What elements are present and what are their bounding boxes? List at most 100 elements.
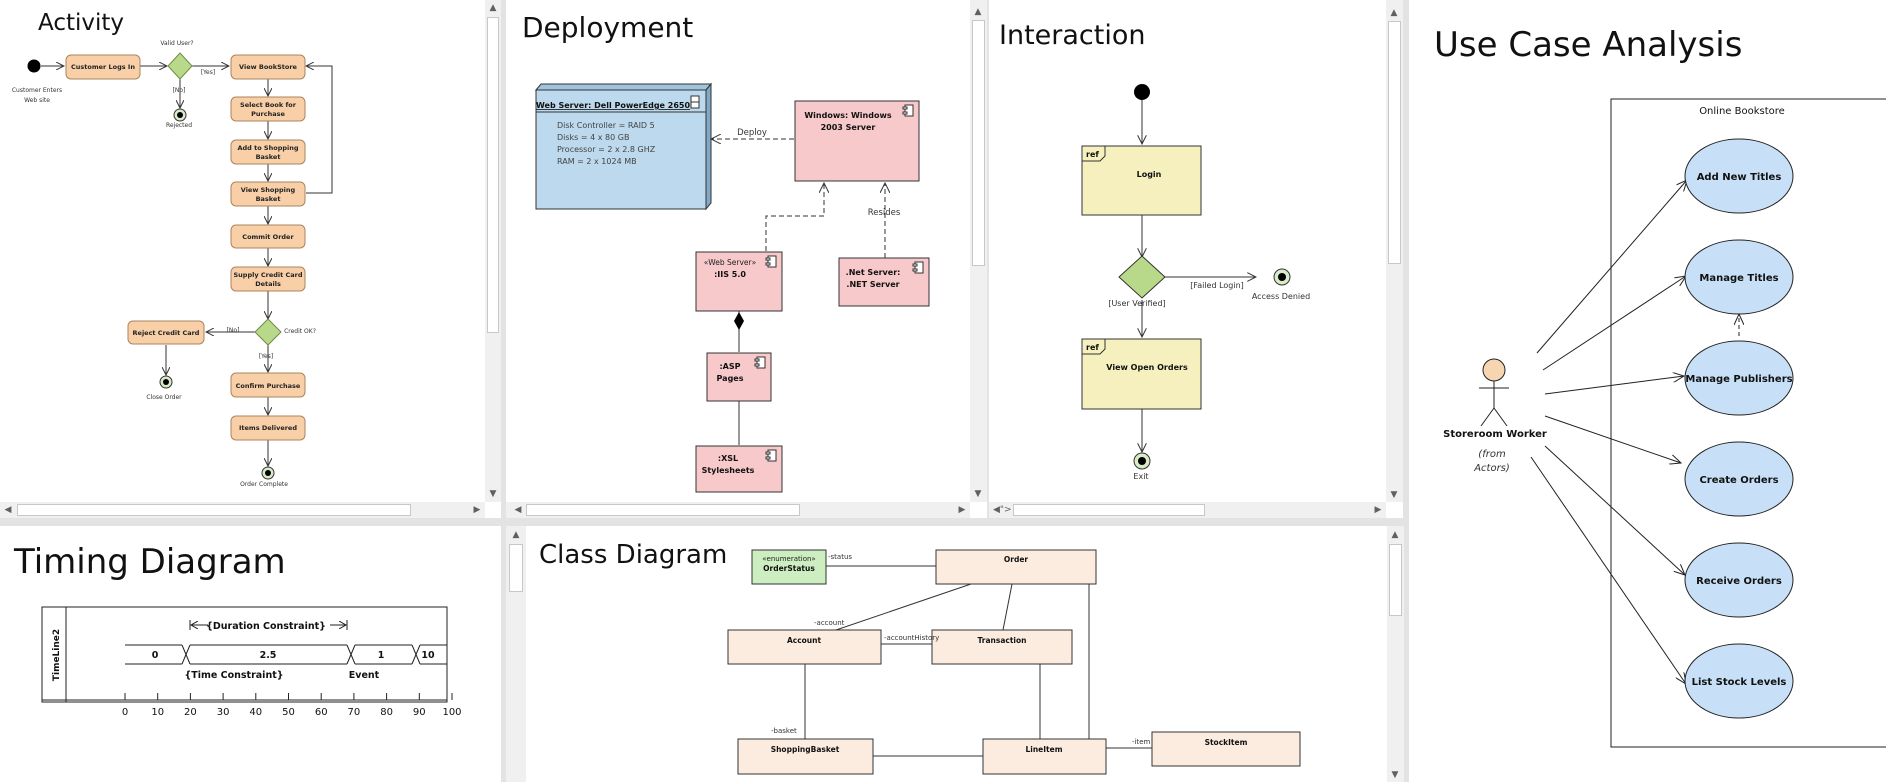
usecase-panel[interactable]: Use Case Analysis Online Bookstore Store…: [1409, 0, 1886, 782]
interaction-vscroll-thumb[interactable]: [1388, 21, 1401, 264]
svg-text::ASP: :ASP: [719, 362, 740, 371]
activity-confirm-purchase: [230, 372, 306, 398]
svg-text:2003 Server: 2003 Server: [821, 123, 876, 132]
interaction-hscroll-thumb[interactable]: [1013, 504, 1205, 516]
svg-text:Add to Shopping: Add to Shopping: [237, 144, 298, 152]
svg-text:Pages: Pages: [717, 374, 744, 383]
svg-text:Details: Details: [255, 280, 281, 288]
timing-title: Timing Diagram: [14, 542, 286, 582]
svg-text:Access Denied: Access Denied: [1252, 292, 1310, 301]
svg-text:Processor = 2 x 2.8 GHZ: Processor = 2 x 2.8 GHZ: [557, 145, 656, 154]
deployment-panel[interactable]: Deployment Web Server: Dell PowerEdge 26…: [506, 0, 987, 518]
scroll-right-icon[interactable]: ▶: [958, 505, 966, 515]
activity-view-bookstore: [230, 54, 306, 80]
class-account: [727, 629, 882, 665]
svg-text:Disk Controller = RAID 5: Disk Controller = RAID 5: [557, 121, 655, 130]
deployment-diagram: Web Server: Dell PowerEdge 2650 Disk Con…: [534, 82, 930, 493]
component-icon: [754, 104, 924, 462]
svg-text:View BookStore: View BookStore: [239, 63, 297, 71]
svg-text:Transaction: Transaction: [977, 636, 1026, 645]
scroll-left-icon[interactable]: ◀">: [993, 505, 1012, 515]
svg-text:View Open Orders: View Open Orders: [1106, 363, 1188, 372]
svg-text:[Failed Login]: [Failed Login]: [1190, 281, 1244, 290]
svg-text:[Yes]: [Yes]: [259, 353, 273, 360]
activity-hscroll-thumb[interactable]: [17, 504, 411, 516]
scroll-down-icon[interactable]: ▼: [1391, 770, 1399, 780]
svg-text:OrderStatus: OrderStatus: [763, 564, 815, 573]
scroll-left-icon[interactable]: ◀: [4, 505, 12, 515]
ref-frame-view-open-orders: [1081, 338, 1202, 410]
timing-panel[interactable]: Timing Diagram TimeLine2 {Duration Const…: [0, 526, 501, 782]
svg-text::IIS 5.0: :IIS 5.0: [714, 270, 746, 279]
usecase-create-orders: [1684, 441, 1794, 517]
svg-text:Supply Credit Card: Supply Credit Card: [234, 271, 303, 279]
deployment-title: Deployment: [522, 11, 694, 44]
usecase-manage-titles: [1684, 239, 1794, 315]
svg-text:View Shopping: View Shopping: [241, 186, 296, 194]
activity-commit-order: [230, 224, 306, 249]
svg-text:Exit: Exit: [1133, 472, 1148, 481]
svg-text:Create Orders: Create Orders: [1699, 475, 1778, 486]
usecase-diagram: Online Bookstore Storeroom Worker (from …: [1443, 98, 1886, 748]
svg-text:2.5: 2.5: [260, 650, 277, 661]
interaction-decision: [1118, 255, 1166, 299]
scroll-up-icon[interactable]: ▲: [512, 530, 520, 540]
class-right-vscroll-thumb[interactable]: [1389, 544, 1402, 616]
class-panel[interactable]: Class Diagram «enumeration» OrderStatus: [506, 526, 1404, 782]
scroll-down-icon[interactable]: ▼: [1390, 490, 1398, 500]
svg-text:[Yes]: [Yes]: [201, 69, 215, 76]
activity-view-basket: [230, 181, 306, 207]
system-boundary: [1610, 98, 1886, 748]
svg-text:Receive Orders: Receive Orders: [1696, 576, 1782, 587]
svg-text:ShoppingBasket: ShoppingBasket: [771, 745, 840, 754]
svg-text:Commit Order: Commit Order: [242, 233, 294, 241]
svg-text:Close Order: Close Order: [146, 394, 182, 401]
timing-diagram: TimeLine2 {Duration Constraint} 0 2.5 1 …: [41, 606, 462, 718]
svg-text:Basket: Basket: [256, 153, 281, 161]
timing-tick-label: 90: [413, 707, 426, 718]
scroll-up-icon[interactable]: ▲: [1390, 8, 1398, 18]
svg-text:.NET Server: .NET Server: [846, 280, 899, 289]
actor-storeroom-worker: [1479, 358, 1509, 427]
scroll-up-icon[interactable]: ▲: [1391, 530, 1399, 540]
scroll-left-icon[interactable]: ◀: [514, 505, 522, 515]
timing-frame: [41, 606, 448, 703]
interaction-diagram: ref ref Login View Open Orders [Failed L…: [1081, 84, 1310, 481]
timing-state-line: [125, 644, 447, 665]
interaction-title: Interaction: [999, 20, 1146, 51]
activity-panel[interactable]: Activity: [0, 0, 501, 518]
svg-text:Select Book for: Select Book for: [240, 101, 297, 109]
svg-text:-item: -item: [1132, 738, 1151, 746]
scroll-down-icon[interactable]: ▼: [489, 489, 497, 499]
svg-text:Event: Event: [349, 670, 380, 681]
timing-tick-label: 10: [151, 707, 164, 718]
class-left-vscroll-thumb[interactable]: [509, 544, 523, 592]
scroll-right-icon[interactable]: ▶: [473, 505, 481, 515]
activity-items-delivered: [230, 415, 306, 441]
svg-text:Web Server: Dell PowerEdge 265: Web Server: Dell PowerEdge 2650: [536, 101, 690, 110]
class-lineitem: [982, 738, 1107, 775]
scroll-right-icon[interactable]: ▶: [1374, 505, 1382, 515]
scroll-up-icon[interactable]: ▲: [489, 3, 497, 13]
usecase-title: Use Case Analysis: [1434, 25, 1743, 65]
interaction-panel[interactable]: Interaction ref: [989, 0, 1403, 518]
svg-text:Disks = 4 x 80 GB: Disks = 4 x 80 GB: [557, 133, 629, 142]
activity-initial-node: [27, 59, 41, 73]
timing-tick-label: 40: [249, 707, 262, 718]
activity-vscroll-thumb[interactable]: [487, 17, 499, 333]
svg-text:[User Verified]: [User Verified]: [1108, 299, 1165, 308]
timing-tick-label: 100: [442, 707, 461, 718]
activity-valid-user-decision: [167, 52, 193, 80]
deployment-vscroll-thumb[interactable]: [972, 20, 985, 266]
svg-text:1: 1: [378, 650, 385, 661]
svg-text:{Time Constraint}: {Time Constraint}: [184, 670, 283, 681]
svg-text:ref: ref: [1086, 343, 1099, 352]
ref-frame-login: [1081, 145, 1202, 216]
scroll-down-icon[interactable]: ▼: [974, 489, 982, 499]
interaction-initial-node: [1134, 84, 1150, 100]
class-diagram: «enumeration» OrderStatus Order Account …: [727, 549, 1301, 775]
scroll-up-icon[interactable]: ▲: [974, 7, 982, 17]
deployment-hscroll-thumb[interactable]: [526, 504, 800, 516]
timing-tick-label: 30: [217, 707, 230, 718]
